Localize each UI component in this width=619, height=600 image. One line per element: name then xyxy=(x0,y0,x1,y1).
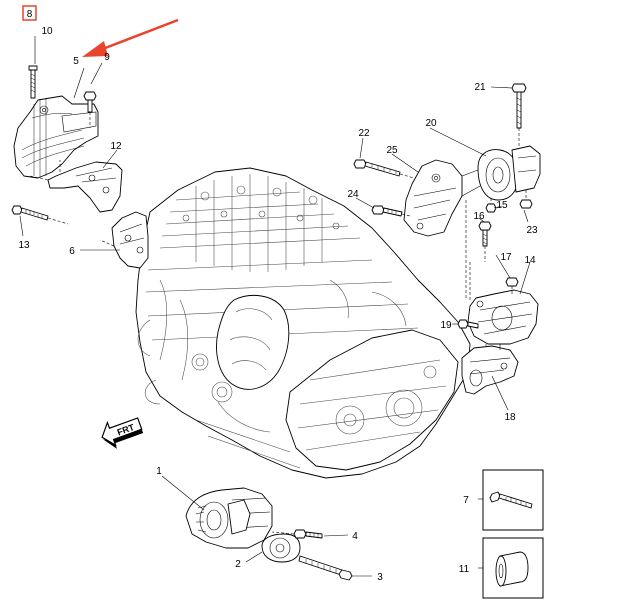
callout-17[interactable]: 17 xyxy=(500,252,512,263)
callout-11[interactable]: 11 xyxy=(459,564,470,575)
leader-lines xyxy=(19,36,531,577)
selected-callout-8[interactable]: 8 xyxy=(22,5,37,21)
rear-mount-assembly xyxy=(457,277,539,395)
callout-15[interactable]: 15 xyxy=(496,200,508,211)
callout-8-label: 8 xyxy=(27,9,33,20)
callout-13[interactable]: 13 xyxy=(18,240,30,251)
callout-19[interactable]: 19 xyxy=(440,320,452,331)
callout-18[interactable]: 18 xyxy=(504,412,516,423)
left-mount-assembly xyxy=(11,65,149,269)
callout-2[interactable]: 2 xyxy=(235,559,241,570)
lower-mount-assembly xyxy=(185,487,353,581)
callout-23[interactable]: 23 xyxy=(526,225,538,236)
callout-16[interactable]: 16 xyxy=(473,211,485,222)
callout-10[interactable]: 10 xyxy=(41,26,53,37)
callout-3[interactable]: 3 xyxy=(377,572,383,583)
callout-4[interactable]: 4 xyxy=(352,531,358,542)
callout-22[interactable]: 22 xyxy=(358,128,370,139)
callout-5[interactable]: 5 xyxy=(73,56,79,67)
callout-12[interactable]: 12 xyxy=(110,141,122,152)
callout-6[interactable]: 6 xyxy=(69,246,75,257)
callout-25[interactable]: 25 xyxy=(386,145,398,156)
callout-7[interactable]: 7 xyxy=(463,495,469,506)
callout-24[interactable]: 24 xyxy=(347,189,359,200)
callout-20[interactable]: 20 xyxy=(425,118,437,129)
callout-labels: 1 2 3 4 5 6 7 9 10 11 12 13 14 15 16 17 … xyxy=(18,26,538,583)
right-mount-assembly xyxy=(353,83,541,300)
detail-box-7 xyxy=(482,469,544,531)
engine-transaxle-assembly xyxy=(135,167,471,479)
callout-9[interactable]: 9 xyxy=(104,52,110,63)
detail-box-11 xyxy=(482,537,544,599)
callout-1[interactable]: 1 xyxy=(156,466,162,477)
callout-21[interactable]: 21 xyxy=(474,82,486,93)
highlight-arrow xyxy=(82,18,179,57)
front-direction-arrow: FRT xyxy=(101,417,144,449)
callout-14[interactable]: 14 xyxy=(524,255,536,266)
